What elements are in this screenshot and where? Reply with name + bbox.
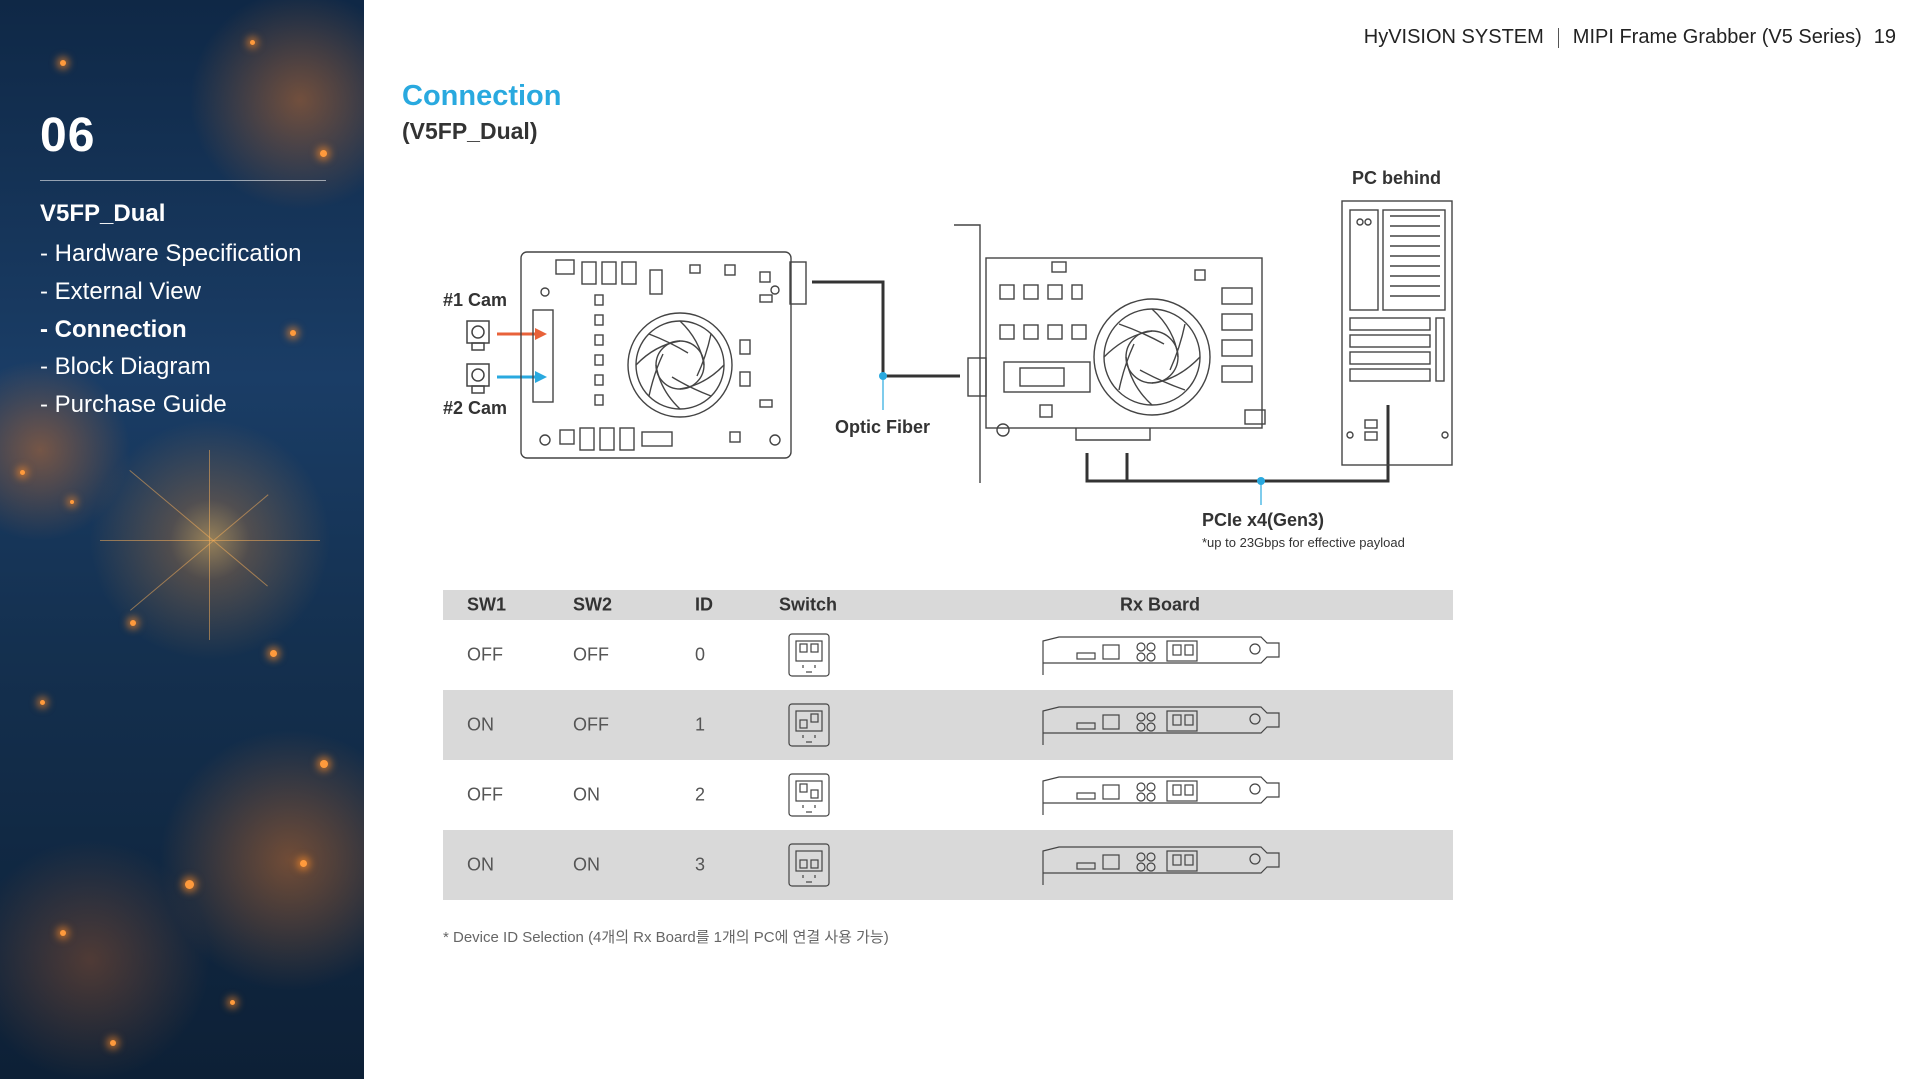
- footnote: * Device ID Selection (4개의 Rx Board를 1개의…: [443, 929, 889, 946]
- cam1-arrow-icon: [497, 328, 547, 340]
- pc-behind-icon: [1341, 200, 1453, 466]
- header-sw2: SW2: [573, 594, 613, 615]
- cell-sw2: OFF: [573, 714, 609, 735]
- pc-behind-label: PC behind: [1352, 168, 1441, 188]
- cell-sw2: ON: [573, 784, 600, 805]
- sidebar-item-external-view[interactable]: - External View: [40, 278, 201, 305]
- cell-id: 2: [695, 784, 706, 805]
- cell-sw1: ON: [467, 714, 494, 735]
- camera-2-icon: [466, 363, 490, 394]
- cell-sw2: ON: [573, 854, 600, 875]
- chapter-number: 06: [40, 109, 96, 162]
- dip-switch-icon: [788, 633, 830, 677]
- cam2-label: #2 Cam: [443, 398, 508, 418]
- page-subtitle: (V5FP_Dual): [402, 118, 538, 144]
- table-row: OFF ON 2: [443, 760, 1453, 830]
- camera-1-icon: [466, 320, 490, 351]
- rx-board-id3-icon: [1042, 846, 1280, 885]
- tx-board-icon: [520, 251, 807, 459]
- cam2-arrow-icon: [497, 371, 547, 383]
- table-row: OFF OFF 0: [443, 620, 1453, 690]
- header-switch: Switch: [779, 594, 838, 615]
- dip-switch-icon: [788, 703, 830, 747]
- sidebar-item-hardware-specification[interactable]: - Hardware Specification: [40, 240, 302, 267]
- header-separator: [1557, 27, 1559, 48]
- section-title: V5FP_Dual: [40, 200, 166, 227]
- dip-switch-icon: [788, 843, 830, 887]
- document-title: MIPI Frame Grabber (V5 Series): [1572, 26, 1862, 48]
- header-rx-board: Rx Board: [1120, 594, 1201, 615]
- cam1-label: #1 Cam: [443, 290, 508, 310]
- device-id-table: SW1 SW2 ID Switch Rx Board OFF OFF 0 ON …: [443, 590, 1453, 900]
- header-sw1: SW1: [467, 594, 507, 615]
- cell-id: 0: [695, 644, 706, 665]
- dip-switch-icon: [788, 773, 830, 817]
- rx-board-id1-icon: [1042, 706, 1280, 745]
- rx-board-id0-icon: [1042, 636, 1280, 675]
- cell-id: 1: [695, 714, 706, 735]
- rx-board-main-icon: [954, 224, 1266, 483]
- sidebar-item-purchase-guide[interactable]: - Purchase Guide: [40, 391, 227, 418]
- sidebar-item-connection[interactable]: - Connection: [40, 316, 187, 343]
- optic-fiber-cable: [812, 280, 960, 378]
- optic-fiber-label: Optic Fiber: [835, 417, 931, 437]
- header-id: ID: [695, 594, 713, 615]
- table-row: ON OFF 1: [443, 690, 1453, 760]
- pcie-payload-note: *up to 23Gbps for effective payload: [1202, 535, 1405, 550]
- cell-sw1: OFF: [467, 784, 503, 805]
- table-row: ON ON 3: [443, 830, 1453, 900]
- table-header-row: SW1 SW2 ID Switch Rx Board: [443, 590, 1453, 620]
- page-header: HyVISION SYSTEM MIPI Frame Grabber (V5 S…: [1364, 26, 1896, 49]
- sidebar-item-block-diagram[interactable]: - Block Diagram: [40, 353, 211, 380]
- pcie-label: PCIe x4(Gen3): [1202, 510, 1325, 530]
- cell-sw2: OFF: [573, 644, 609, 665]
- sidebar: 06 V5FP_Dual - Hardware Specification - …: [0, 0, 364, 1079]
- page-number: 19: [1873, 26, 1896, 48]
- sidebar-divider: [40, 180, 326, 181]
- cell-sw1: ON: [467, 854, 494, 875]
- brand-name: HyVISION SYSTEM: [1363, 26, 1544, 48]
- pcie-connection: [1085, 405, 1390, 483]
- cell-id: 3: [695, 854, 706, 875]
- page-title: Connection: [402, 80, 562, 112]
- rx-board-id2-icon: [1042, 776, 1280, 815]
- cell-sw1: OFF: [467, 644, 503, 665]
